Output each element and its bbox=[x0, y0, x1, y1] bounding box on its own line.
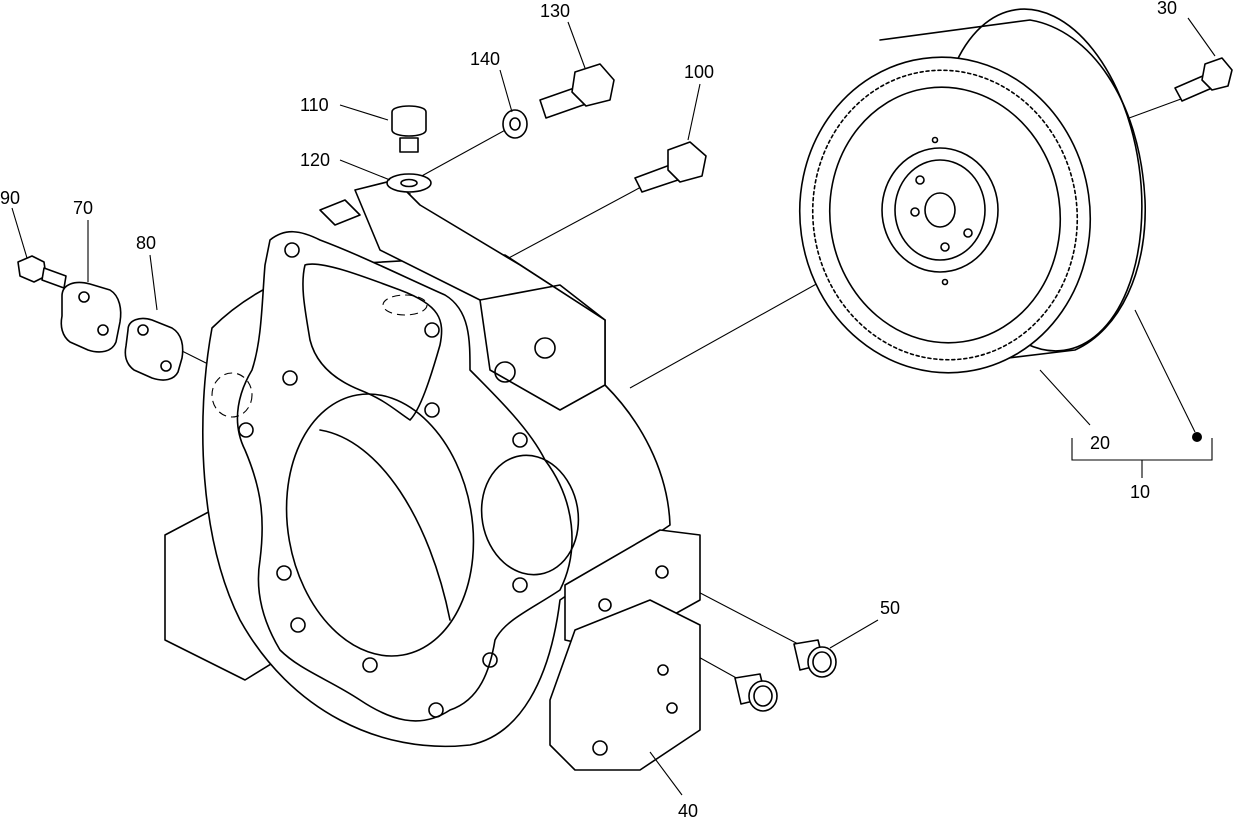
callout-70: 70 bbox=[73, 198, 93, 218]
seal-120 bbox=[386, 173, 432, 193]
callout-120: 120 bbox=[300, 150, 330, 170]
gasket-80 bbox=[124, 317, 184, 381]
callout-80: 80 bbox=[136, 233, 156, 253]
callout-110: 110 bbox=[300, 95, 329, 115]
callout-30: 30 bbox=[1157, 0, 1177, 18]
washer-140 bbox=[502, 109, 528, 139]
leader-lines bbox=[11, 17, 1216, 796]
callout-10: 10 bbox=[1130, 482, 1150, 502]
callout-130: 130 bbox=[540, 1, 570, 21]
bolt-100 bbox=[634, 141, 707, 193]
plug-110 bbox=[391, 105, 427, 153]
callout-140: 140 bbox=[470, 49, 500, 69]
bolt-90 bbox=[17, 255, 67, 289]
callout-20: 20 bbox=[1090, 433, 1110, 453]
flywheel bbox=[798, 8, 1146, 374]
callout-90: 90 bbox=[0, 188, 20, 208]
callout-100: 100 bbox=[684, 62, 714, 82]
bolt-130 bbox=[539, 63, 615, 119]
cover-plate-70 bbox=[60, 281, 122, 353]
flywheel-housing bbox=[164, 179, 701, 771]
sleeve-50-lower bbox=[734, 673, 778, 712]
bolt-30 bbox=[1174, 57, 1233, 102]
callout-40: 40 bbox=[678, 801, 698, 821]
reference-dot bbox=[1192, 432, 1202, 442]
callout-labels: 130 30 140 100 110 120 90 70 80 20 10 50… bbox=[0, 0, 1177, 821]
callout-50: 50 bbox=[880, 598, 900, 618]
sleeve-50-upper bbox=[793, 639, 837, 678]
